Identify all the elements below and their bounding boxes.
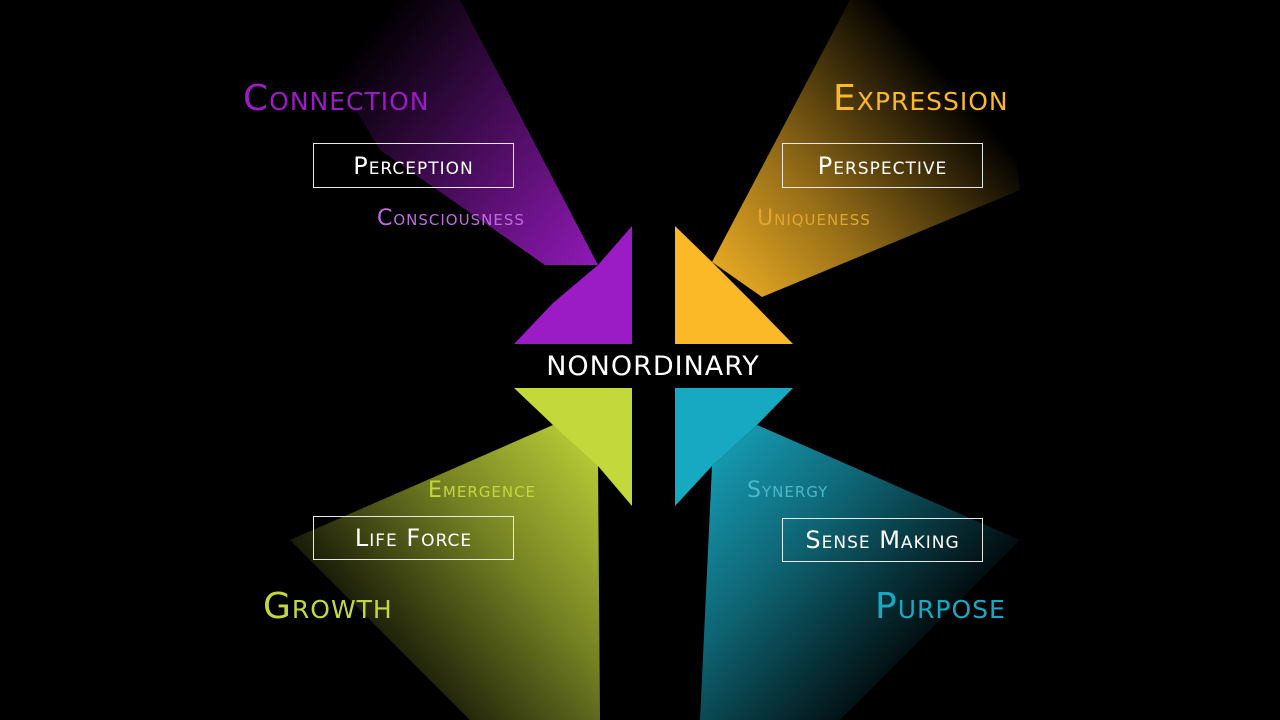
connection-arrow [290,0,632,344]
purpose-arrow [675,388,1020,720]
uniqueness-label: Uniqueness [757,206,871,231]
connection-title: Connection [243,78,430,119]
synergy-label: Synergy [747,478,829,503]
center-label: NONORDINARY [546,350,760,382]
growth-arrow [290,388,632,720]
purpose-title: Purpose [875,586,1006,627]
growth-title: Growth [263,586,393,627]
emergence-label: Emergence [428,478,537,503]
sense-making-box: Sense Making [782,518,983,562]
perspective-box: Perspective [782,143,983,188]
expression-title: Expression [833,78,1009,119]
consciousness-label: Consciousness [377,206,525,231]
perception-box: Perception [313,143,514,188]
life-force-box: Life Force [313,516,514,560]
expression-arrow [675,0,1020,344]
